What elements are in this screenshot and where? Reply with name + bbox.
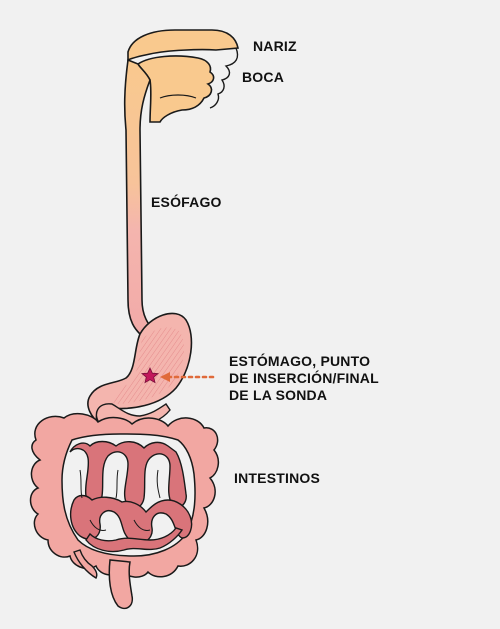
tongue-detail [159, 94, 197, 99]
appendix [73, 549, 98, 579]
small-intestine-folds [79, 469, 161, 531]
esophagus [123, 58, 158, 335]
esophagus-label: ESÓFAGO [151, 194, 222, 210]
nasal-cavity [127, 29, 239, 62]
mouth-label: BOCA [242, 69, 285, 85]
oral-cavity [136, 55, 215, 123]
stomach-label-line2: DE INSERCIÓN/FINAL [229, 370, 379, 386]
stomach-label-line3: DE LA SONDA [229, 387, 328, 403]
face-profile [209, 47, 239, 109]
stomach-label-line1: ESTÓMAGO, PUNTO [229, 353, 371, 369]
star-icon [140, 367, 160, 384]
nose-label: NARIZ [253, 38, 297, 54]
intestines-label: INTESTINOS [234, 470, 321, 486]
rectum [108, 559, 134, 610]
small-intestine [69, 440, 193, 553]
stomach-texture [112, 327, 185, 404]
dotted-arrow-icon [160, 372, 215, 382]
